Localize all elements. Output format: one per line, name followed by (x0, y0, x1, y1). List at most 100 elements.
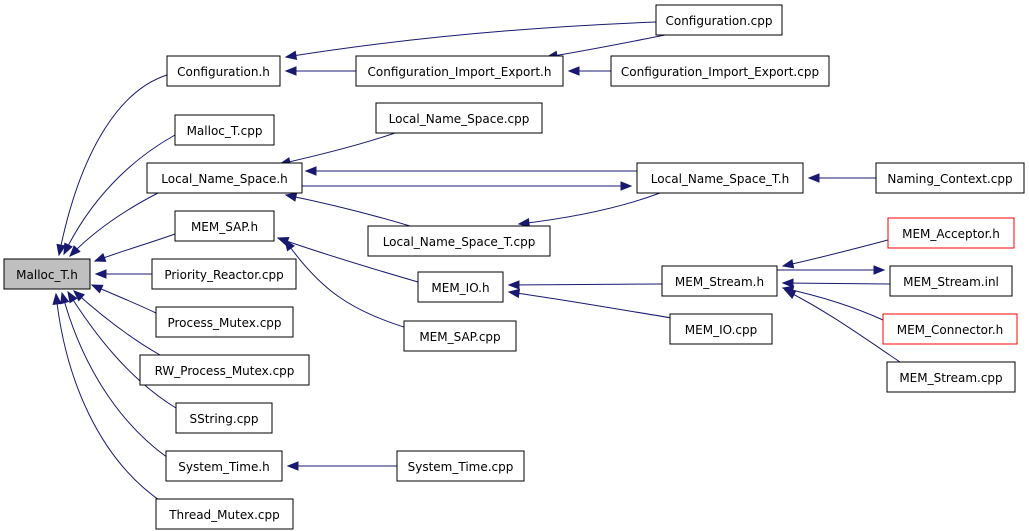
arrowhead-icon (69, 245, 81, 257)
node-label: MEM_IO.h (431, 281, 489, 295)
node-box[interactable] (882, 313, 1018, 345)
node-box[interactable] (3, 258, 91, 290)
node-box[interactable] (355, 55, 564, 87)
node-box[interactable] (669, 313, 773, 345)
node-box[interactable] (155, 306, 294, 338)
node-system-time-h[interactable]: System_Time.h (165, 450, 283, 482)
graph-nodes: Malloc_T.hConfiguration.hMalloc_T.cppLoc… (3, 4, 1025, 530)
edge-system_time_cpp-to-system_time_h (286, 461, 397, 471)
node-box[interactable] (889, 265, 1013, 297)
node-box[interactable] (166, 55, 281, 87)
node-box[interactable] (174, 114, 275, 146)
arrowhead-icon (284, 50, 298, 61)
node-box[interactable] (175, 402, 273, 434)
edge-line (73, 290, 161, 356)
node-mem-connector-h[interactable]: MEM_Connector.h (882, 313, 1018, 345)
node-label: MEM_Stream.h (675, 275, 764, 289)
arrowhead-icon (873, 265, 886, 275)
node-box[interactable] (403, 320, 517, 352)
arrowhead-icon (781, 259, 795, 269)
node-box[interactable] (636, 162, 804, 194)
arrowhead-icon (620, 181, 633, 191)
node-label: System_Time.cpp (408, 460, 514, 474)
node-box[interactable] (417, 271, 504, 303)
node-box[interactable] (151, 258, 297, 290)
node-configuration-import-export-h[interactable]: Configuration_Import_Export.h (355, 55, 564, 87)
node-process-mutex-cpp[interactable]: Process_Mutex.cpp (155, 306, 294, 338)
edge-malloc_t_cpp-to-malloc_t_h (63, 134, 176, 256)
node-box[interactable] (661, 265, 778, 297)
node-label: Configuration.cpp (665, 14, 772, 28)
node-label: Priority_Reactor.cpp (164, 268, 283, 282)
node-label: MEM_Stream.cpp (899, 371, 1002, 385)
arrowhead-icon (567, 66, 580, 76)
node-box[interactable] (655, 4, 783, 36)
node-box[interactable] (174, 210, 275, 242)
node-priority-reactor-cpp[interactable]: Priority_Reactor.cpp (151, 258, 297, 290)
arrowhead-icon (807, 173, 820, 183)
node-label: Naming_Context.cpp (887, 172, 1012, 186)
node-local-name-space-h[interactable]: Local_Name_Space.h (146, 162, 303, 194)
node-label: Thread_Mutex.cpp (168, 508, 280, 522)
node-mem-stream-inl[interactable]: MEM_Stream.inl (889, 265, 1013, 297)
arrowhead-icon (93, 252, 107, 262)
edge-system_time_h-to-malloc_t_h (60, 291, 169, 459)
node-mem-sap-h[interactable]: MEM_SAP.h (174, 210, 275, 242)
node-box[interactable] (367, 225, 551, 257)
node-box[interactable] (875, 162, 1025, 194)
edge-mem_stream_cpp-to-mem_stream_h (783, 289, 901, 363)
arrowhead-icon (56, 243, 66, 257)
node-mem-stream-h[interactable]: MEM_Stream.h (661, 265, 778, 297)
node-mem-acceptor-h[interactable]: MEM_Acceptor.h (887, 217, 1015, 249)
node-mem-sap-cpp[interactable]: MEM_SAP.cpp (403, 320, 517, 352)
node-local-name-space-t-h[interactable]: Local_Name_Space_T.h (636, 162, 804, 194)
node-box[interactable] (375, 102, 543, 134)
node-box[interactable] (146, 162, 303, 194)
node-system-time-cpp[interactable]: System_Time.cpp (396, 450, 525, 482)
node-box[interactable] (155, 498, 294, 530)
edge-local_name_space_t_cpp-to-local_name_space_h (284, 192, 411, 227)
edge-sstring_cpp-to-malloc_t_h (67, 290, 177, 409)
node-label: MEM_IO.cpp (685, 323, 757, 337)
node-label: MEM_Connector.h (897, 323, 1004, 337)
node-label: MEM_SAP.cpp (419, 330, 500, 344)
edge-line (285, 194, 411, 227)
node-configuration-cpp[interactable]: Configuration.cpp (655, 4, 783, 36)
graph-edges (52, 21, 901, 503)
node-label: Configuration.h (177, 65, 270, 79)
edge-line (94, 233, 176, 262)
node-configuration-import-export-cpp[interactable]: Configuration_Import_Export.cpp (610, 55, 830, 87)
edge-mem_stream_h-to-mem_stream_inl (777, 265, 886, 275)
node-naming-context-cpp[interactable]: Naming_Context.cpp (875, 162, 1025, 194)
node-box[interactable] (165, 450, 283, 482)
edge-mem_connector_h-to-mem_stream_h (781, 285, 884, 321)
node-label: MEM_SAP.h (191, 220, 258, 234)
node-label: Malloc_T.cpp (187, 124, 263, 138)
node-mem-io-cpp[interactable]: MEM_IO.cpp (669, 313, 773, 345)
edge-configuration_import_export_cpp-to-configuration_import_export_h (567, 66, 611, 76)
edge-configuration_h-to-malloc_t_h (56, 74, 168, 257)
node-local-name-space-t-cpp[interactable]: Local_Name_Space_T.cpp (367, 225, 551, 257)
edge-mem_stream_h-to-mem_io_h (507, 280, 663, 290)
arrowhead-icon (507, 280, 520, 290)
node-configuration-h[interactable]: Configuration.h (166, 55, 281, 87)
node-rw-process-mutex-cpp[interactable]: RW_Process_Mutex.cpp (139, 354, 310, 386)
edge-line (784, 289, 901, 363)
node-local-name-space-cpp[interactable]: Local_Name_Space.cpp (375, 102, 543, 134)
node-box[interactable] (887, 217, 1015, 249)
node-malloc-t-h[interactable]: Malloc_T.h (3, 258, 91, 290)
node-box[interactable] (396, 450, 525, 482)
node-mem-stream-cpp[interactable]: MEM_Stream.cpp (886, 361, 1016, 393)
node-sstring-cpp[interactable]: SString.cpp (175, 402, 273, 434)
node-mem-io-h[interactable]: MEM_IO.h (417, 271, 504, 303)
node-box[interactable] (139, 354, 310, 386)
node-malloc-t-cpp[interactable]: Malloc_T.cpp (174, 114, 275, 146)
node-label: Configuration_Import_Export.cpp (621, 65, 819, 79)
node-thread-mutex-cpp[interactable]: Thread_Mutex.cpp (155, 498, 294, 530)
edge-line (58, 74, 168, 256)
node-box[interactable] (610, 55, 830, 87)
edge-mem_stream_inl-to-mem_stream_h (781, 278, 891, 288)
node-box[interactable] (886, 361, 1016, 393)
edge-line (782, 282, 891, 285)
edge-line (61, 292, 169, 459)
